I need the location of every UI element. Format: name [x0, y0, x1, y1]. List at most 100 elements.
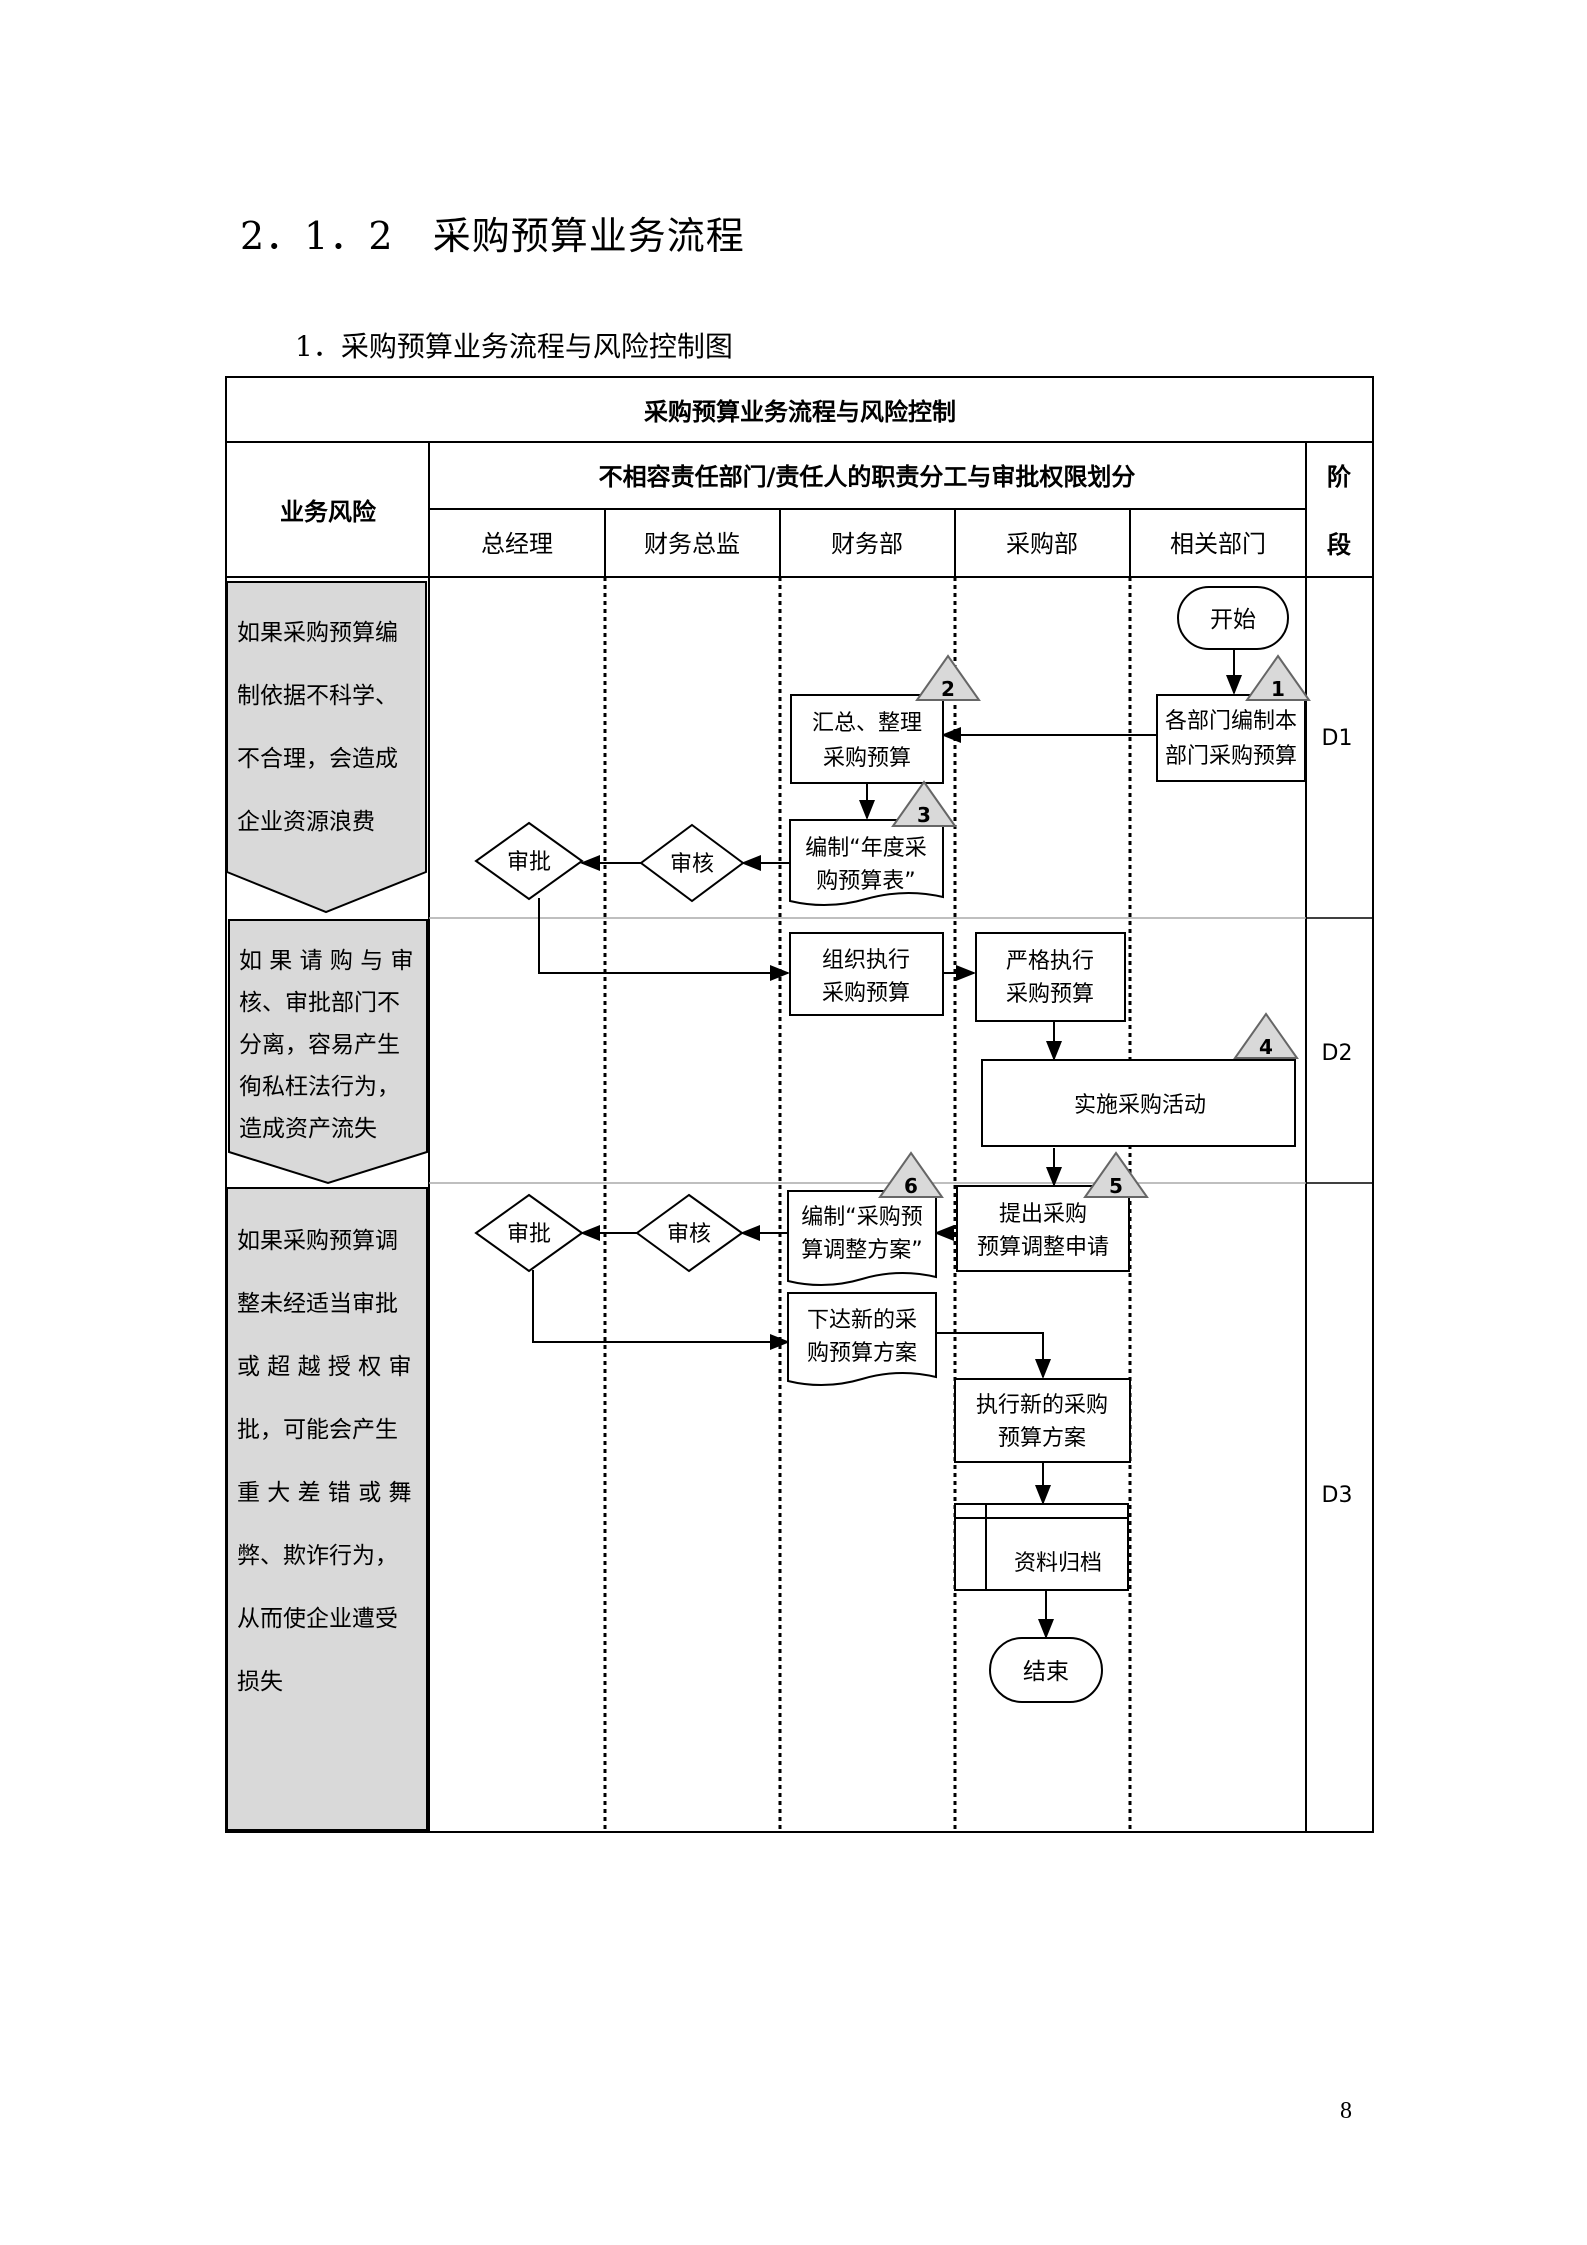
adjust-plan-line-2: 算调整方案”	[801, 1238, 922, 1263]
arrow-approve1-to-organize	[538, 898, 790, 981]
control-point-2: 2	[915, 654, 981, 701]
risk-header: 业务风险	[280, 498, 377, 526]
duty-header: 不相容责任部门/责任人的职责分工与审批权限划分	[599, 463, 1136, 491]
risk-2-line-1: 如 果 请 购 与 审	[239, 948, 414, 974]
risk-3-line-8: 损失	[237, 1669, 283, 1695]
start-node: 开始	[1177, 586, 1289, 650]
lane-label-purchasing: 采购部	[1006, 530, 1078, 558]
annual-table-document: 编制“年度采 购预算表”	[789, 819, 944, 907]
lane-label-gm: 总经理	[481, 530, 553, 558]
stage-d2: D2	[1322, 1041, 1353, 1066]
risk-3-line-3: 或 超 越 授 权 审	[237, 1354, 412, 1380]
approve-2-decision: 审批	[474, 1193, 584, 1273]
risk-1-line-2: 制依据不科学、	[237, 683, 398, 709]
stage-header-1: 阶	[1327, 463, 1351, 491]
risk-3-line-2: 整未经适当审批	[237, 1291, 398, 1317]
strict-line-1: 严格执行	[1006, 949, 1094, 974]
risk-3-line-1: 如果采购预算调	[237, 1228, 398, 1254]
review-1-label: 审核	[670, 852, 714, 877]
stage-d3: D3	[1322, 1483, 1353, 1508]
risk-2-line-5: 造成资产流失	[239, 1116, 377, 1142]
approve-1-label: 审批	[507, 850, 551, 875]
issue-plan-document: 下达新的采 购预算方案	[787, 1292, 937, 1387]
adjust-request-process: 提出采购 预算调整申请	[956, 1185, 1130, 1272]
page-number: 8	[1340, 2098, 1352, 2124]
risk-3-line-7: 从而使企业遭受	[237, 1606, 398, 1632]
control-point-3-label: 3	[917, 803, 931, 827]
issue-plan-line-1: 下达新的采	[807, 1308, 917, 1333]
end-label: 结束	[1023, 1659, 1069, 1685]
adjust-plan-line-1: 编制“采购预	[801, 1205, 922, 1230]
organize-line-1: 组织执行	[822, 948, 910, 973]
archive-storage: 资料归档	[954, 1503, 1129, 1591]
section-number: 2．1．2	[240, 214, 394, 258]
implement-process: 实施采购活动	[981, 1059, 1296, 1147]
control-point-1: 1	[1245, 654, 1311, 701]
risk-1-line-1: 如果采购预算编	[237, 620, 398, 646]
flow-connectors	[532, 650, 1242, 1639]
lane-label-cfo: 财务总监	[644, 530, 740, 558]
risk-1-line-4: 企业资源浪费	[237, 809, 375, 835]
summarize-line-1: 汇总、整理	[812, 711, 922, 736]
control-point-2-label: 2	[941, 677, 955, 701]
strict-line-2: 采购预算	[1006, 982, 1094, 1007]
strict-process: 严格执行 采购预算	[975, 932, 1126, 1022]
section-title: 采购预算业务流程	[432, 214, 745, 258]
approve-1-decision: 审批	[474, 821, 584, 901]
lane-label-finance: 财务部	[831, 530, 903, 558]
table-frame	[225, 376, 1374, 1833]
risk-1-line-3: 不合理，会造成	[237, 746, 398, 772]
risk-2-line-4: 徇私枉法行为，	[239, 1074, 400, 1100]
risk-box-3: 如果采购预算调 整未经适当审批 或 超 越 授 权 审 批，可能会产生 重 大 …	[226, 1187, 428, 1831]
execute-plan-line-1: 执行新的采购	[976, 1393, 1108, 1418]
phase-separators	[429, 917, 1306, 1184]
end-node: 结束	[989, 1637, 1103, 1703]
approve-2-label: 审批	[507, 1222, 551, 1247]
summarize-process: 汇总、整理 采购预算	[790, 694, 944, 784]
section-heading: 2．1．2 采购预算业务流程	[240, 205, 745, 260]
start-label: 开始	[1210, 607, 1256, 633]
risk-3-line-5: 重 大 差 错 或 舞	[237, 1480, 412, 1506]
stage-d1: D1	[1322, 726, 1353, 751]
risk-3-line-4: 批，可能会产生	[237, 1417, 398, 1443]
organize-line-2: 采购预算	[822, 981, 910, 1006]
arrow-approve2-to-issue	[532, 1270, 790, 1350]
control-point-1-label: 1	[1271, 677, 1285, 701]
annual-table-line-1: 编制“年度采	[805, 836, 926, 861]
table-title: 采购预算业务流程与风险控制	[644, 398, 956, 426]
archive-label: 资料归档	[1014, 1551, 1102, 1576]
control-point-6-label: 6	[904, 1174, 918, 1198]
diagram-subtitle: 1．采购预算业务流程与风险控制图	[295, 330, 733, 363]
risk-2-line-2: 核、审批部门不	[239, 990, 400, 1016]
execute-plan-line-2: 预算方案	[998, 1426, 1086, 1451]
dept-budget-process: 各部门编制本 部门采购预算	[1156, 694, 1306, 782]
control-point-5-label: 5	[1109, 1174, 1123, 1198]
control-point-4: 4	[1233, 1012, 1299, 1059]
organize-process: 组织执行 采购预算	[789, 932, 944, 1016]
issue-plan-line-2: 购预算方案	[807, 1341, 917, 1366]
annual-table-line-2: 购预算表”	[816, 869, 915, 894]
risk-2-line-3: 分离，容易产生	[239, 1032, 400, 1058]
control-point-5: 5	[1083, 1151, 1149, 1198]
control-point-6: 6	[878, 1151, 944, 1198]
risk-3-line-6: 弊、欺诈行为，	[237, 1543, 398, 1569]
implement-label: 实施采购活动	[1074, 1093, 1206, 1118]
stage-header-2: 段	[1327, 531, 1351, 559]
risk-box-1: 如果采购预算编 制依据不科学、 不合理，会造成 企业资源浪费	[226, 581, 427, 914]
summarize-line-2: 采购预算	[823, 746, 911, 771]
adjust-plan-document: 编制“采购预 算调整方案”	[787, 1190, 937, 1287]
arrow-issue-to-execute	[936, 1332, 1051, 1379]
execute-plan-process: 执行新的采购 预算方案	[954, 1378, 1131, 1463]
dept-budget-line-1: 各部门编制本	[1165, 709, 1297, 734]
adjust-request-line-1: 提出采购	[999, 1202, 1087, 1227]
dept-budget-line-2: 部门采购预算	[1165, 744, 1297, 769]
review-2-decision: 审核	[635, 1193, 744, 1273]
lane-label-related: 相关部门	[1170, 530, 1266, 558]
adjust-request-line-2: 预算调整申请	[977, 1235, 1109, 1260]
risk-box-2: 如 果 请 购 与 审 核、审批部门不 分离，容易产生 徇私枉法行为， 造成资产…	[228, 919, 428, 1185]
review-1-decision: 审核	[639, 823, 745, 903]
control-point-3: 3	[891, 780, 957, 827]
control-point-4-label: 4	[1259, 1035, 1273, 1059]
review-2-label: 审核	[667, 1222, 711, 1247]
